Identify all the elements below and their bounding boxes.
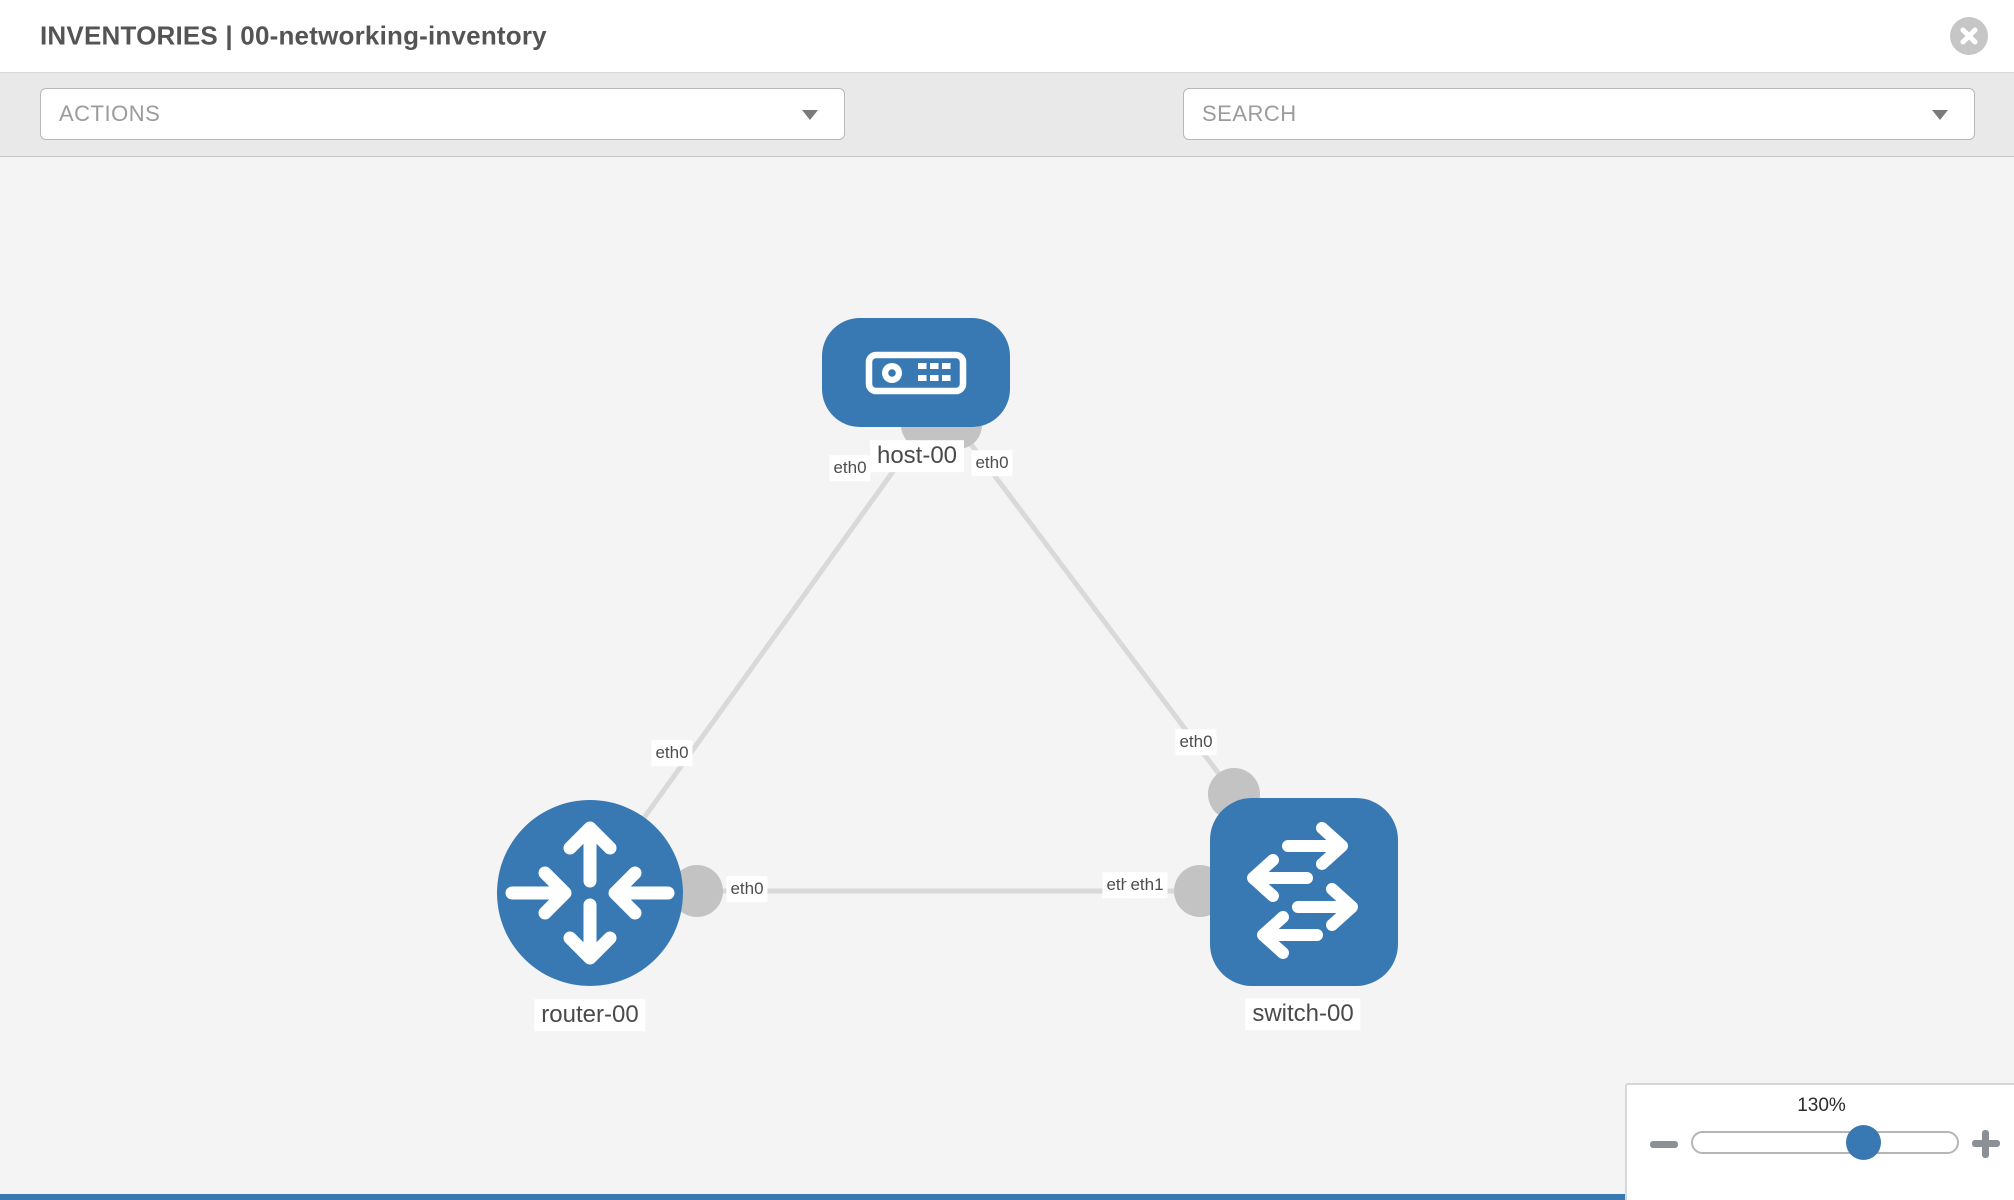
close-icon bbox=[1960, 27, 1978, 45]
zoom-control-panel: 130% bbox=[1625, 1083, 2014, 1200]
interface-label: eth0 bbox=[726, 876, 768, 902]
node-label-router: router-00 bbox=[534, 999, 646, 1031]
chevron-down-icon bbox=[1932, 110, 1948, 120]
zoom-slider-handle[interactable] bbox=[1846, 1125, 1881, 1160]
switch-icon bbox=[1247, 822, 1358, 959]
footer-accent-strip bbox=[0, 1194, 1625, 1200]
node-switch-00[interactable] bbox=[1210, 798, 1398, 986]
node-label-switch: switch-00 bbox=[1245, 998, 1361, 1030]
node-router-00[interactable] bbox=[497, 800, 683, 986]
host-icon bbox=[865, 351, 967, 395]
minus-icon bbox=[1650, 1141, 1678, 1148]
actions-dropdown-label: ACTIONS bbox=[59, 101, 161, 126]
link-router-host[interactable] bbox=[587, 425, 928, 895]
topology-canvas[interactable]: eth0 eth0 eth0 eth0 eth0 eth0 eth1 host-… bbox=[0, 157, 2014, 1200]
toolbar: ACTIONS SEARCH bbox=[0, 73, 2014, 206]
interface-label: eth1 bbox=[1126, 872, 1168, 898]
interface-label: eth0 bbox=[651, 740, 693, 766]
interface-label: eth0 bbox=[829, 455, 871, 481]
chevron-down-icon bbox=[802, 110, 818, 120]
node-label-host: host-00 bbox=[869, 440, 965, 472]
zoom-out-button[interactable] bbox=[1650, 1137, 1678, 1151]
interface-label: eth0 bbox=[971, 450, 1013, 476]
search-dropdown[interactable]: SEARCH bbox=[1183, 88, 1975, 140]
router-icon bbox=[505, 821, 675, 965]
zoom-slider-track[interactable] bbox=[1691, 1131, 1959, 1154]
zoom-level-value: 130% bbox=[1797, 1095, 1846, 1116]
page-title: INVENTORIES | 00-networking-inventory bbox=[40, 20, 547, 51]
interface-connector-router-right[interactable] bbox=[671, 865, 723, 917]
search-dropdown-label: SEARCH bbox=[1202, 101, 1297, 126]
actions-dropdown[interactable]: ACTIONS bbox=[40, 88, 845, 140]
interface-label: eth0 bbox=[1175, 729, 1217, 755]
node-host-00[interactable] bbox=[822, 318, 1010, 427]
close-button[interactable] bbox=[1950, 17, 1988, 55]
zoom-in-button[interactable] bbox=[1972, 1130, 2000, 1158]
topology-graph bbox=[497, 318, 1398, 986]
header-bar: INVENTORIES | 00-networking-inventory bbox=[0, 0, 2014, 73]
